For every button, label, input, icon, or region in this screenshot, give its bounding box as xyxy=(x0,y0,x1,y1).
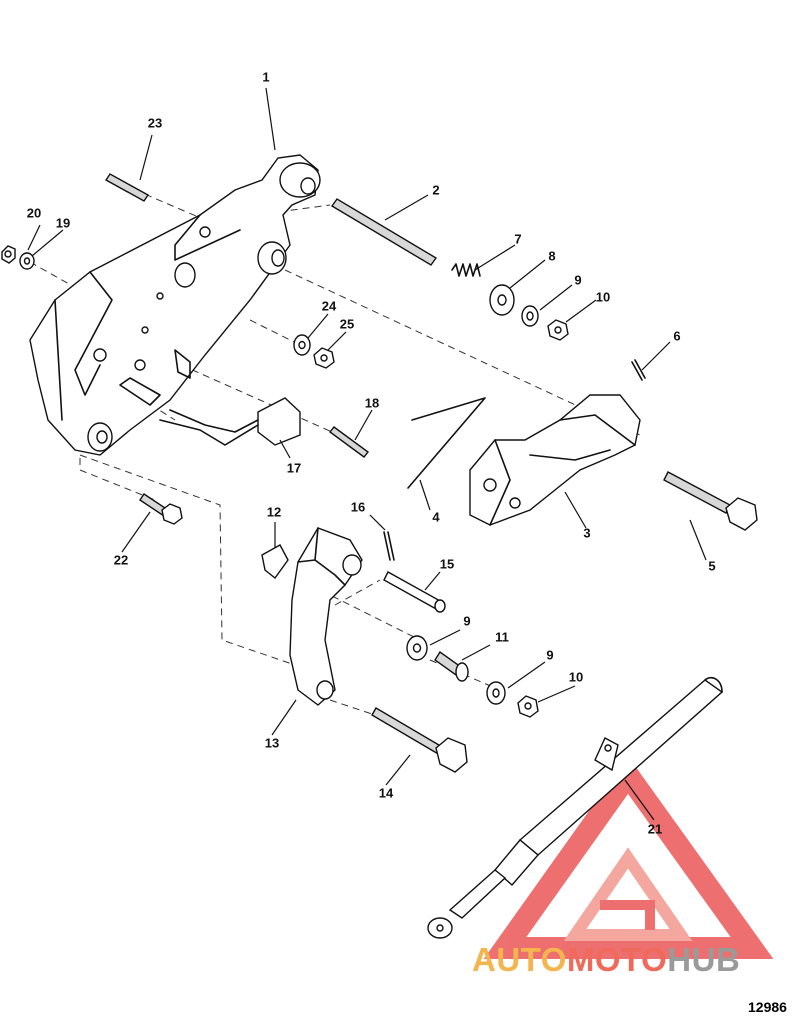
callout-13: 13 xyxy=(264,735,280,751)
part-14-bolt xyxy=(371,707,468,773)
watermark-text: AUTOMOTOHUB xyxy=(472,943,740,976)
callout-14: 14 xyxy=(378,785,394,801)
watermark-segment-moto: MOTO xyxy=(566,941,668,978)
part-25-nut xyxy=(313,347,335,369)
part-7-spring xyxy=(451,263,481,277)
part-10-nut-lower xyxy=(517,695,539,718)
part-16-cotter-pin xyxy=(383,531,395,561)
part-23-stud xyxy=(104,173,150,202)
callout-6: 6 xyxy=(673,328,681,344)
part-22-bolt xyxy=(139,493,183,525)
callout-2: 2 xyxy=(432,182,440,198)
callout-20: 20 xyxy=(26,205,42,221)
callout-9: 9 xyxy=(574,272,582,288)
part-13-lever-arm xyxy=(289,527,363,706)
leader-lines xyxy=(27,87,707,821)
part-3-lever-bracket xyxy=(469,394,641,526)
part-15-pin xyxy=(383,571,446,613)
callout-10: 10 xyxy=(595,289,611,305)
callout-9-lower: 9 xyxy=(546,647,554,663)
part-6-cotter-pin xyxy=(631,359,646,381)
callout-19: 19 xyxy=(55,215,71,231)
part-10-nut-top xyxy=(547,319,569,341)
callout-22: 22 xyxy=(113,552,129,568)
callout-7: 7 xyxy=(514,231,522,247)
part-11-stud xyxy=(434,650,469,682)
callout-18: 18 xyxy=(364,395,380,411)
part-9-washer-mid xyxy=(406,635,428,661)
callout-24: 24 xyxy=(321,298,337,314)
part-24-washer xyxy=(293,334,311,356)
callout-12: 12 xyxy=(266,504,282,520)
callout-23: 23 xyxy=(147,115,163,131)
part-19-washer xyxy=(19,252,35,270)
callout-10-lower: 10 xyxy=(568,669,584,685)
callout-5: 5 xyxy=(708,558,716,574)
callout-11: 11 xyxy=(495,629,509,645)
watermark-logo xyxy=(483,756,774,959)
part-20-nut xyxy=(1,245,16,264)
part-9-washer-top xyxy=(521,305,539,327)
part-5-bolt xyxy=(663,471,758,531)
watermark-segment-auto: AUTO xyxy=(472,941,567,978)
watermark-segment-hub: HUB xyxy=(667,941,741,978)
callout-16: 16 xyxy=(350,499,366,515)
part-12-clip xyxy=(261,544,289,580)
part-8-washer xyxy=(489,284,515,316)
part-1-main-bracket xyxy=(29,154,321,456)
figure-number: 12986 xyxy=(748,999,787,1015)
callout-3: 3 xyxy=(583,525,591,541)
part-2-long-stud xyxy=(330,198,438,266)
part-21-steering-rod xyxy=(427,676,724,939)
callout-15: 15 xyxy=(439,556,455,572)
callout-9-mid: 9 xyxy=(463,613,471,629)
callout-1: 1 xyxy=(262,69,270,85)
callout-17: 17 xyxy=(286,460,302,476)
callout-21: 21 xyxy=(647,821,663,837)
part-9-washer-lower xyxy=(486,681,506,705)
part-4-rod xyxy=(407,397,486,489)
part-18-screw xyxy=(328,426,370,458)
callout-25: 25 xyxy=(339,316,355,332)
callout-8: 8 xyxy=(548,248,556,264)
part-17-switch xyxy=(159,397,301,446)
callout-4: 4 xyxy=(432,509,440,525)
